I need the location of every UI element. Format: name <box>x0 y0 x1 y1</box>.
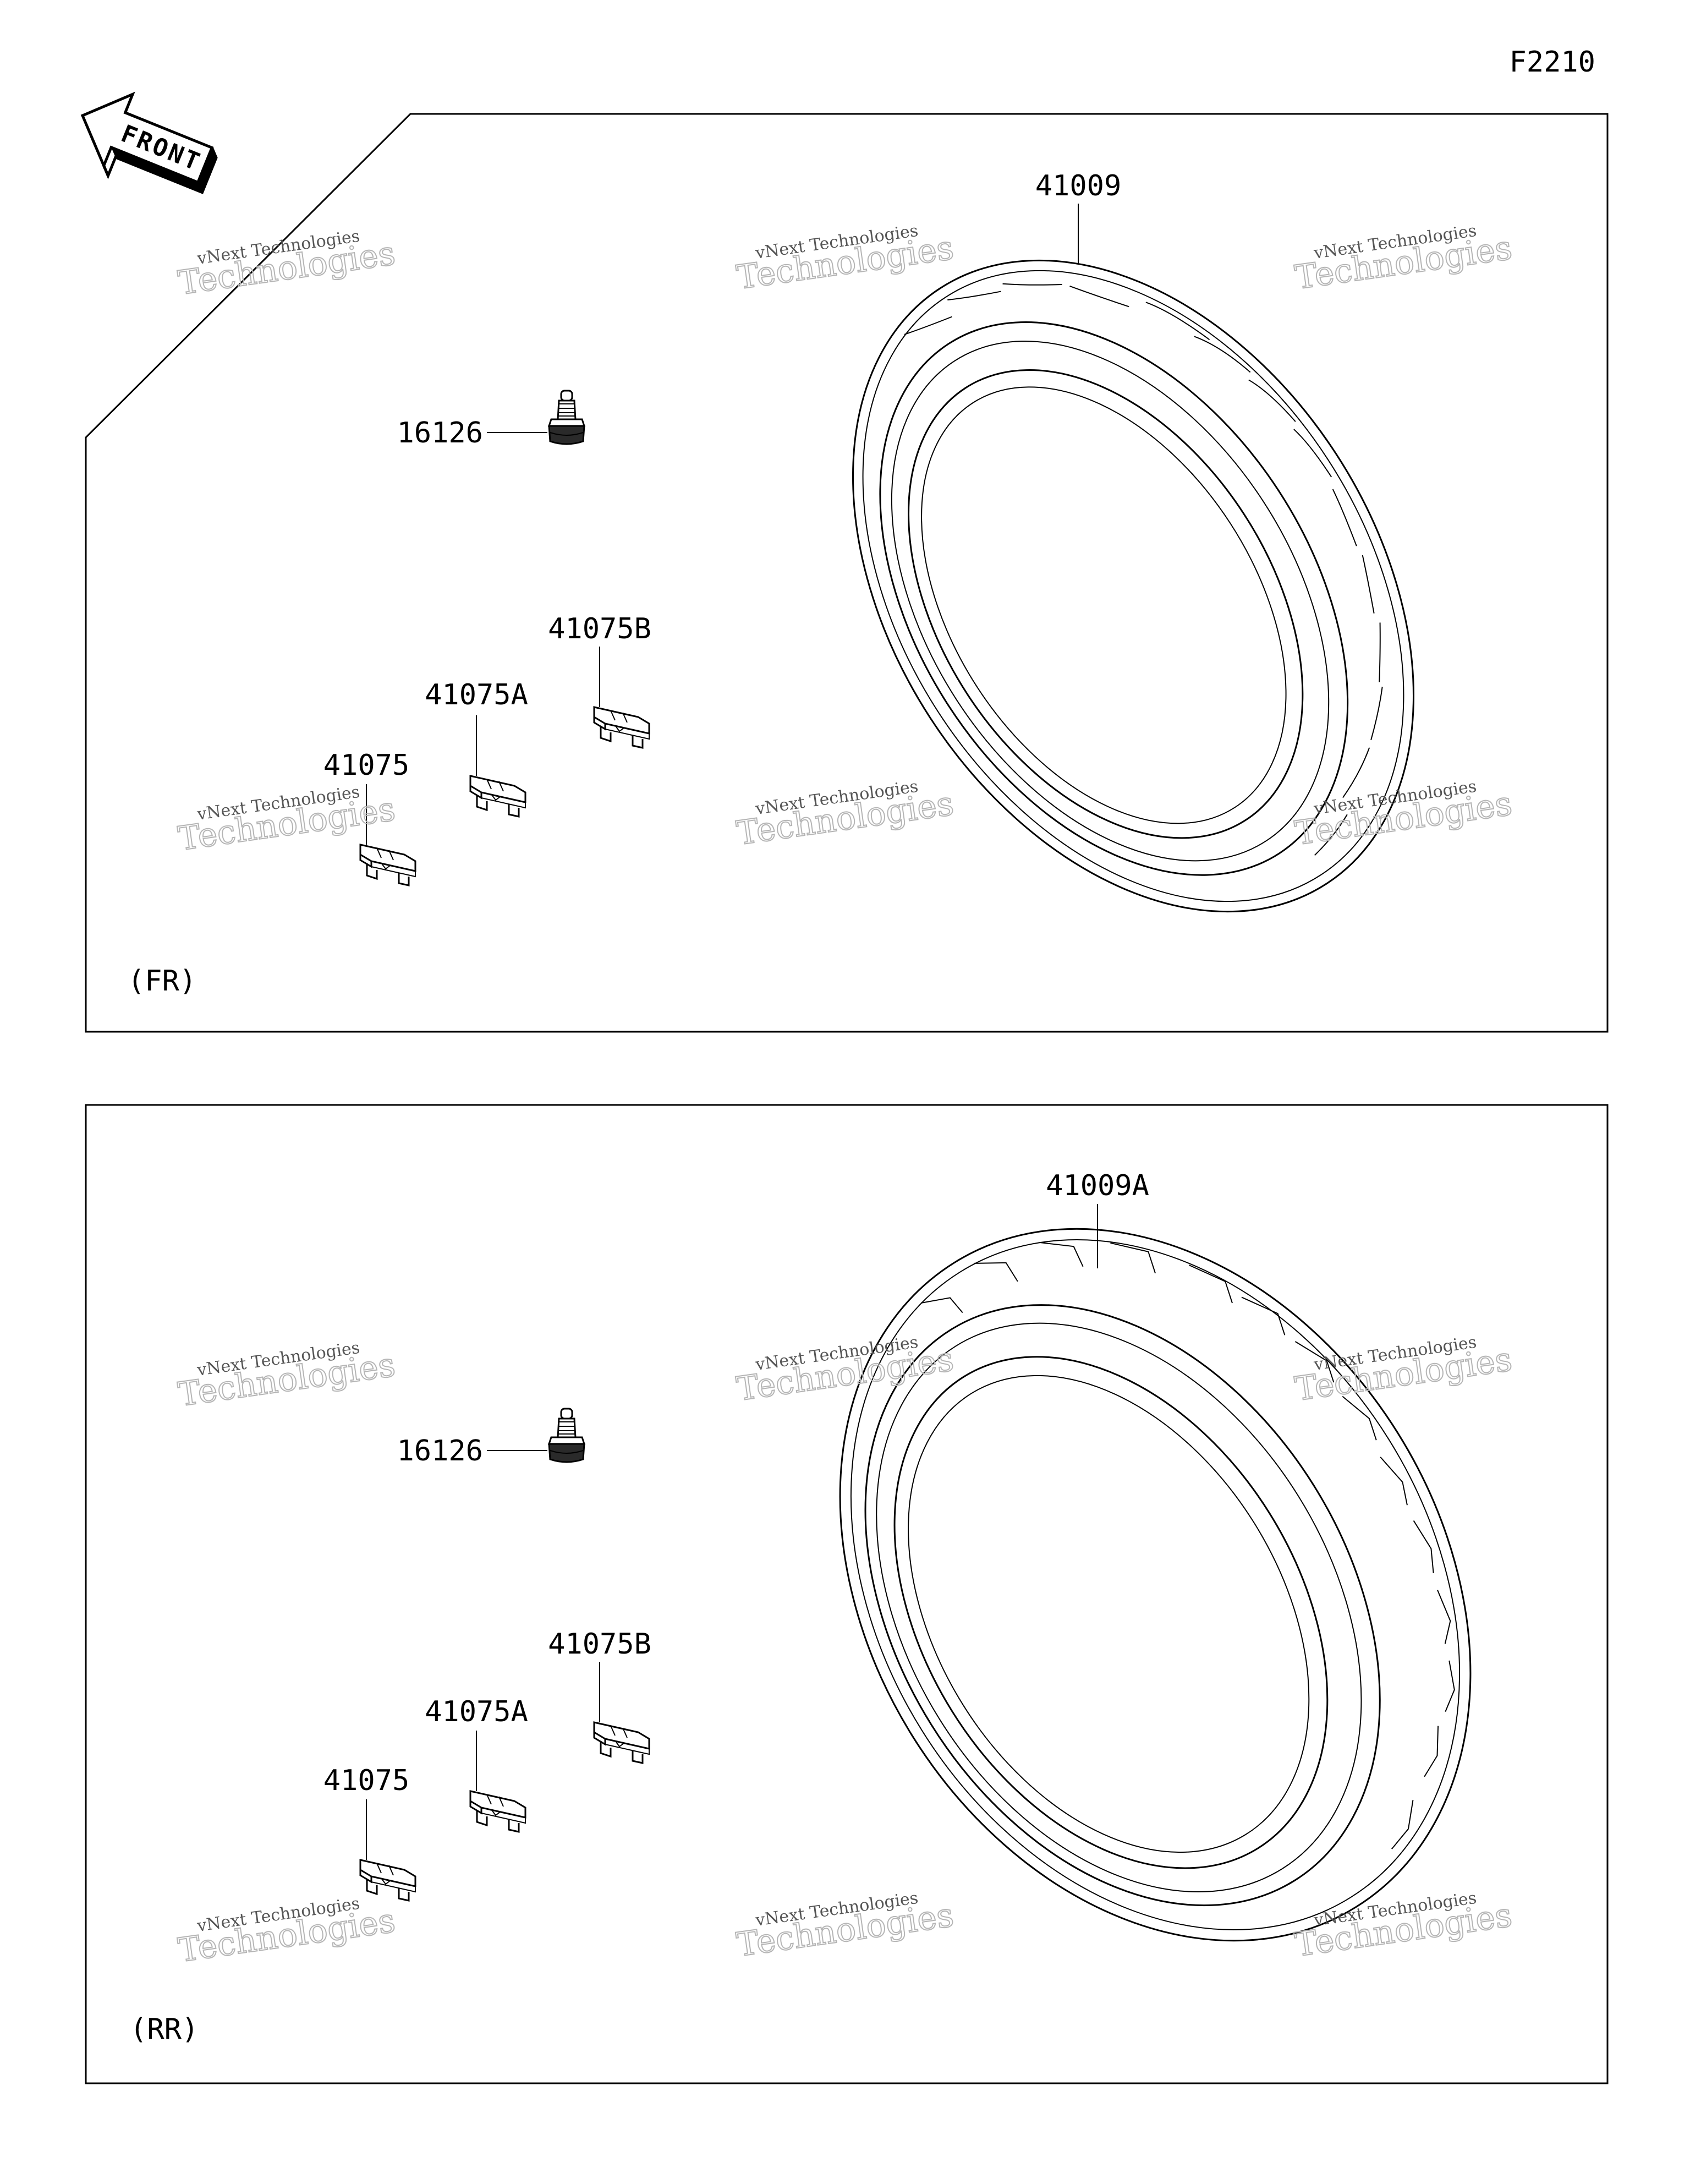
front-valve-part-number: 16126 <box>397 417 483 450</box>
watermark: vNext Technologies Technologies <box>1292 221 1515 298</box>
front-tire-part-number: 41009 <box>1035 169 1122 202</box>
front-weight-b <box>593 706 650 749</box>
watermark: vNext Technologies Technologies <box>734 1333 957 1409</box>
panel-front-view-label: (FR) <box>128 965 196 998</box>
watermark: vNext Technologies Technologies <box>175 227 398 303</box>
watermark: vNext Technologies Technologies <box>175 1338 398 1415</box>
front-valve-stem <box>548 390 585 445</box>
front-direction-arrow: FRONT <box>80 91 218 194</box>
rear-tire <box>839 1228 1472 1942</box>
watermark: vNext Technologies Technologies <box>734 777 957 853</box>
watermark: vNext Technologies Technologies <box>175 1894 398 1970</box>
panel-front-frame <box>85 113 1609 1033</box>
front-weight-a-part-number: 41075A <box>425 678 528 711</box>
watermark: vNext Technologies Technologies <box>1292 777 1515 853</box>
rear-valve-stem <box>548 1408 585 1463</box>
panel-rear-view-label: (RR) <box>130 2013 199 2046</box>
watermark: vNext Technologies Technologies <box>1292 1889 1515 1965</box>
watermark: vNext Technologies Technologies <box>734 221 957 298</box>
front-weight-part-number: 41075 <box>323 749 410 782</box>
rear-weight-b <box>593 1721 650 1764</box>
watermark: vNext Technologies Technologies <box>734 1889 957 1965</box>
watermarks: vNext Technologies Technologies vNext Te… <box>175 221 1515 1970</box>
rear-weight <box>359 1859 416 1902</box>
rear-weight-a-part-number: 41075A <box>425 1695 528 1728</box>
rear-weight-part-number: 41075 <box>323 1764 410 1797</box>
rear-weight-a <box>469 1790 526 1833</box>
front-tire <box>852 259 1414 913</box>
figure-code: F2210 <box>1509 46 1595 79</box>
rear-valve-part-number: 16126 <box>397 1435 483 1468</box>
watermark: vNext Technologies Technologies <box>1292 1333 1515 1409</box>
panel-rear: (RR) 41009A 16126 <box>85 1104 1609 2084</box>
panel-rear-frame <box>85 1104 1609 2084</box>
front-weight-a <box>469 775 526 818</box>
panel-front: (FR) 41009 16126 <box>85 113 1609 1033</box>
rear-weight-b-part-number: 41075B <box>548 1628 651 1661</box>
front-weight-b-part-number: 41075B <box>548 612 651 645</box>
front-weight <box>359 844 416 886</box>
rear-tire-part-number: 41009A <box>1046 1169 1149 1202</box>
